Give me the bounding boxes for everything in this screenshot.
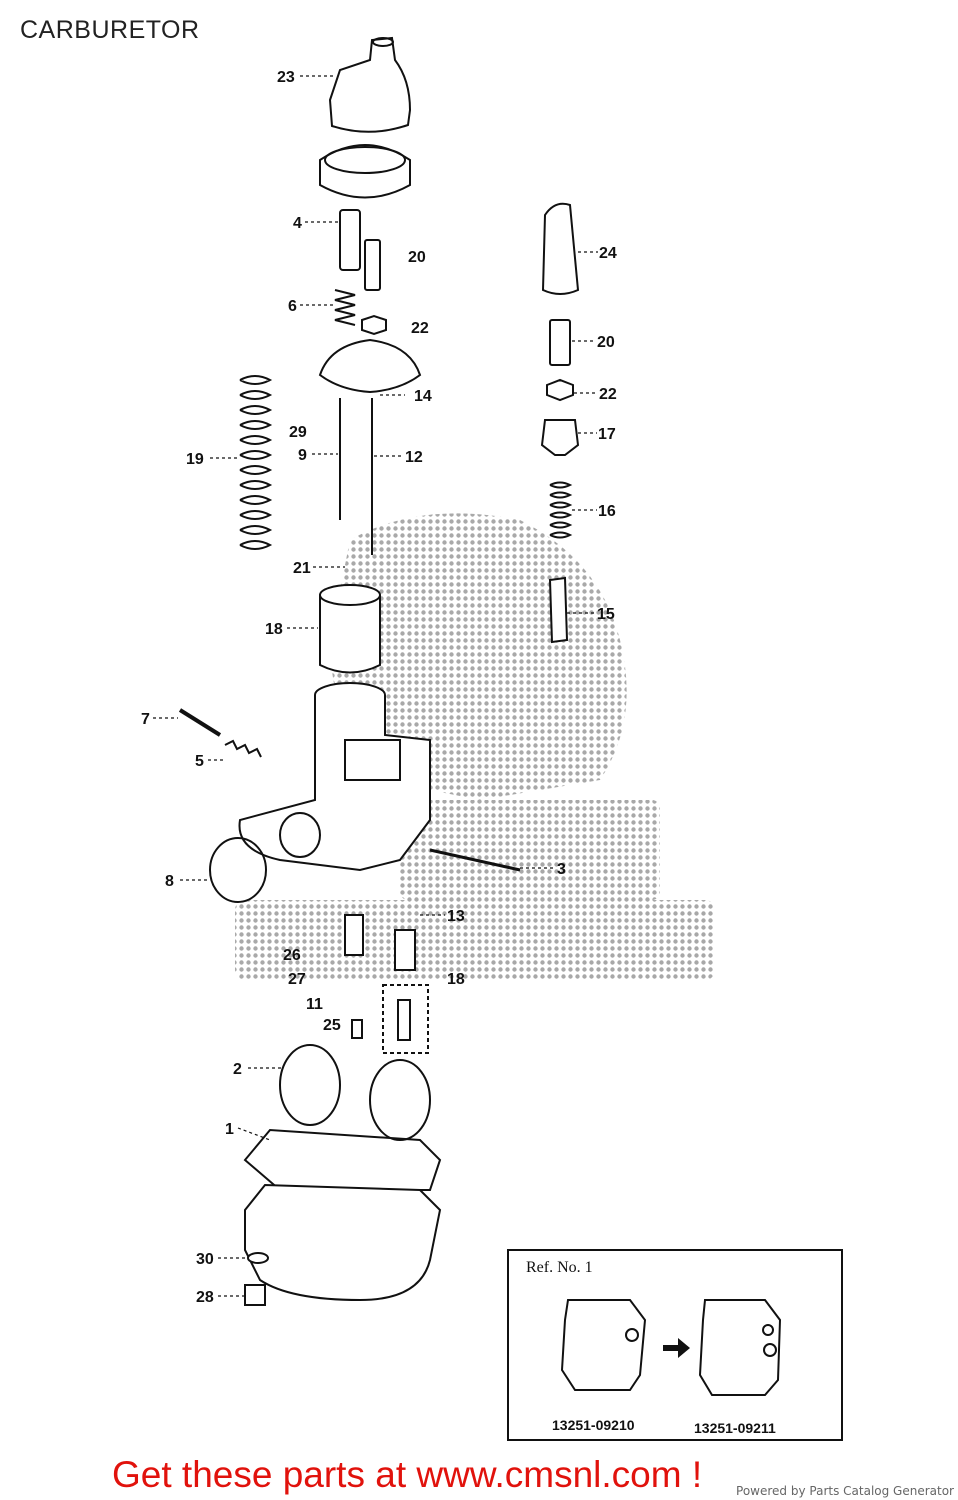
callout-4: 4 [293, 215, 302, 232]
part-20-screw [364, 239, 381, 291]
gasket-old-hole [625, 1328, 639, 1342]
callout-18: 18 [265, 621, 283, 638]
part-2-float-left [279, 1044, 341, 1126]
part-4-adjuster [339, 209, 361, 271]
callout-13: 13 [447, 908, 465, 925]
part-15-plunger [548, 576, 569, 644]
callout-17: 17 [598, 426, 616, 443]
part-22-nut [361, 314, 387, 336]
part-5-spring [224, 739, 262, 758]
callout-19: 19 [186, 451, 204, 468]
part-25-screw [351, 1019, 363, 1039]
callout-26: 26 [283, 947, 301, 964]
callout-29: 29 [289, 424, 307, 441]
callout-7: 7 [141, 711, 150, 728]
callout-labels: 23 4 20 6 22 14 24 20 22 17 29 9 12 19 1… [141, 69, 617, 1306]
callout-12: 12 [405, 449, 423, 466]
ring-nut [319, 144, 411, 199]
callout-8: 8 [165, 873, 174, 890]
part-2-float-right [369, 1059, 431, 1141]
callout-1: 1 [225, 1121, 234, 1138]
callout-14: 14 [414, 388, 432, 405]
callout-9: 9 [298, 447, 307, 464]
callout-18b: 18 [447, 971, 465, 988]
callout-16: 16 [598, 503, 616, 520]
part-30-washer [247, 1252, 269, 1264]
callout-3: 3 [557, 861, 566, 878]
callout-21: 21 [293, 560, 311, 577]
float-needle [397, 999, 411, 1041]
float-bowl [244, 1183, 442, 1302]
float-valve-box [382, 984, 429, 1054]
jet-26 [344, 914, 364, 956]
part-19-spring [239, 375, 273, 550]
callout-23: 23 [277, 69, 295, 86]
callout-25: 25 [323, 1017, 341, 1034]
gasket-old-icon [560, 1299, 647, 1391]
callout-30: 30 [196, 1251, 214, 1268]
parts-drawing [178, 36, 580, 1306]
part-7-screw [178, 708, 222, 737]
powered-by: Powered by Parts Catalog Generator [736, 1484, 954, 1498]
callout-24: 24 [599, 245, 617, 262]
page-title: CARBURETOR [20, 16, 200, 44]
cta-link[interactable]: Get these parts at www.cmsnl.com ! [112, 1454, 703, 1495]
callout-11: 11 [306, 996, 323, 1013]
leader-lines [153, 75, 598, 1297]
callout-28: 28 [196, 1289, 214, 1306]
callout-15: 15 [597, 606, 615, 623]
part-20b-screw [549, 319, 571, 366]
part-23-cap [328, 36, 412, 133]
carburetor-body [238, 682, 431, 872]
part-16-spring [549, 481, 573, 539]
part-3-pin [429, 848, 521, 872]
callout-20b: 20 [597, 334, 615, 351]
callout-2: 2 [233, 1061, 242, 1078]
arrow-right-icon [663, 1338, 690, 1358]
part-18-slide [319, 584, 381, 674]
part-8-oring [209, 837, 267, 903]
part-28-screw [244, 1284, 266, 1306]
callout-6: 6 [288, 298, 297, 315]
part-17-fitting [540, 419, 580, 456]
callout-20: 20 [408, 249, 426, 266]
part-24-cap [541, 202, 580, 295]
callout-5: 5 [195, 753, 204, 770]
refbox-old-part: 13251-09210 [552, 1417, 635, 1433]
callout-27: 27 [288, 971, 306, 988]
refbox-title: Ref. No. 1 [526, 1259, 593, 1276]
cover-plate [318, 338, 422, 394]
refbox-new-part: 13251-09211 [694, 1420, 776, 1436]
part-22b-nut [546, 378, 574, 402]
jet-18b [394, 929, 416, 971]
gasket-new-icon [698, 1299, 782, 1396]
part-6-spring [334, 289, 356, 326]
watermark-logo [235, 513, 715, 980]
callout-22b: 22 [599, 386, 617, 403]
callout-22: 22 [411, 320, 429, 337]
reference-box: Ref. No. 1 13251-09210 13251-09211 [507, 1249, 843, 1441]
part-1-gasket [243, 1128, 442, 1191]
